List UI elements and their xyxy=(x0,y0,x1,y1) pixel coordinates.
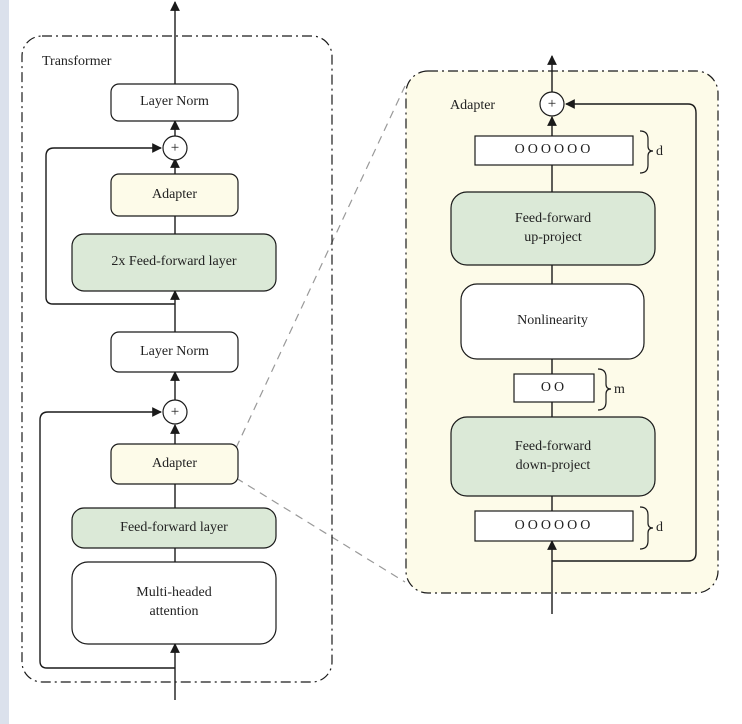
ffn-bottom-box xyxy=(71,507,277,549)
transformer-container xyxy=(21,35,333,683)
attention-box xyxy=(71,561,277,645)
zoom-connector-top xyxy=(235,85,406,449)
plus-circle-icon xyxy=(162,399,188,425)
adapter-top-box xyxy=(110,173,239,217)
residual-skip-lower xyxy=(39,407,175,669)
zoom-connector-bottom xyxy=(235,477,406,583)
vector-bottom-dim: d xyxy=(656,519,663,535)
nonlinearity-label: Nonlinearity xyxy=(517,313,588,329)
left-edge-strip xyxy=(0,0,9,724)
plus-symbol: + xyxy=(170,139,180,156)
layer-norm-mid-label: Layer Norm xyxy=(140,343,209,359)
plus-symbol: + xyxy=(170,403,180,420)
vector-bottom-box xyxy=(474,510,634,542)
attention-label: Multi-headed attention xyxy=(136,585,212,619)
layer-norm-top-box xyxy=(110,83,239,122)
vector-top-box xyxy=(474,135,634,166)
adapter-top-label: Adapter xyxy=(151,186,198,202)
transformer-title: Transformer xyxy=(42,53,112,69)
residual-skip-upper xyxy=(45,143,175,305)
plus-circle-icon xyxy=(539,91,565,117)
adapter-bottom-box xyxy=(110,443,239,485)
vector-bottom-label: OOOOOO xyxy=(514,517,594,533)
dimension-bracket-mid xyxy=(597,368,612,411)
dimension-bracket-bottom xyxy=(639,506,654,550)
layer-norm-top-label: Layer Norm xyxy=(140,94,209,110)
plus-circle-icon xyxy=(162,135,188,161)
dimension-bracket-top xyxy=(639,130,654,174)
adapter-bottom-label: Adapter xyxy=(151,455,198,471)
up-project-box xyxy=(450,191,656,266)
ffn-top-box xyxy=(71,233,277,292)
down-project-box xyxy=(450,416,656,497)
layer-norm-mid-box xyxy=(110,331,239,373)
vector-top-label: OOOOOO xyxy=(514,142,594,158)
vector-mid-box xyxy=(513,373,595,403)
ffn-bottom-label: Feed-forward layer xyxy=(120,519,228,535)
vector-top-dim: d xyxy=(656,143,663,159)
adapter-detail-title: Adapter xyxy=(450,97,496,113)
ffn-top-label: 2x Feed-forward layer xyxy=(111,254,237,270)
up-project-label: Feed-forward up-project xyxy=(514,210,592,245)
nonlinearity-box xyxy=(460,283,645,360)
plus-symbol: + xyxy=(547,95,557,112)
vector-mid-label: OO xyxy=(540,379,568,395)
down-project-label: Feed-forward down-project xyxy=(514,438,592,473)
detail-residual-skip xyxy=(552,99,697,562)
vector-mid-dim: m xyxy=(614,381,625,397)
